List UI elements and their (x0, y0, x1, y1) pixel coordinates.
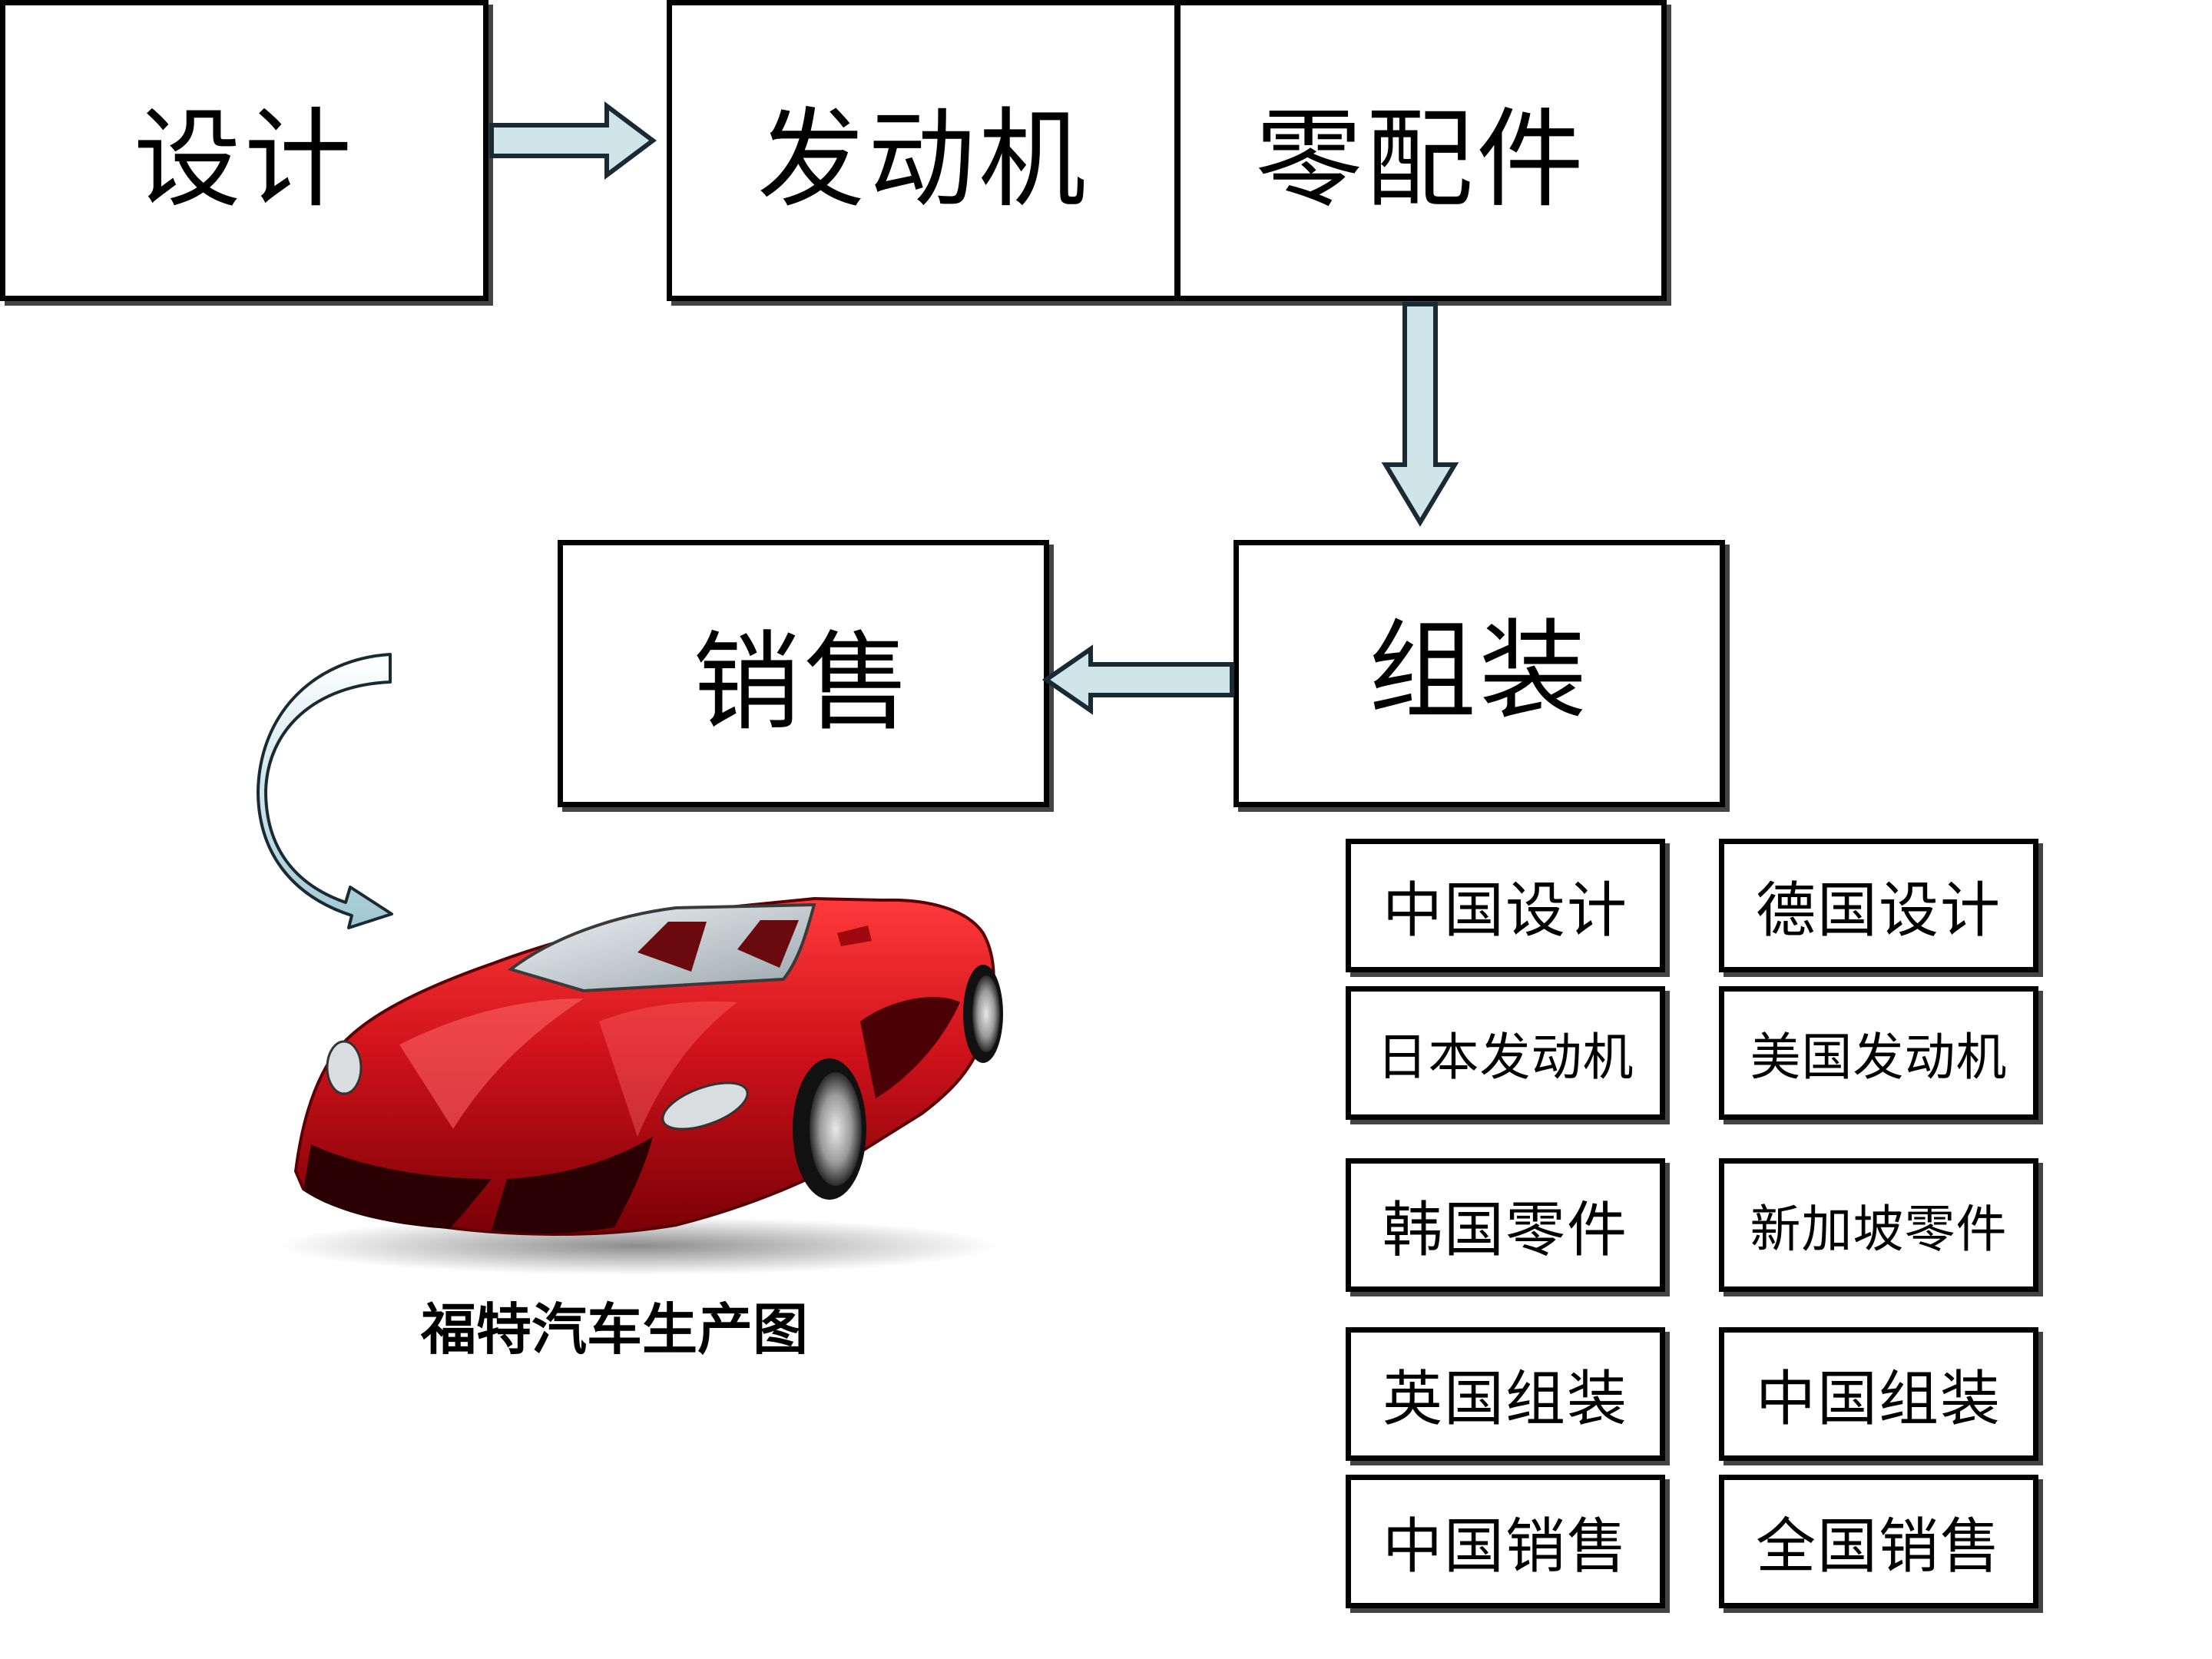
sales-box: 销售 (558, 540, 1049, 807)
grid-cell-2-0: 韩国零件 (1346, 1158, 1665, 1292)
grid-cell-4-0: 中国销售 (1346, 1475, 1665, 1608)
car-illustration-icon (276, 896, 1003, 1275)
parts-label: 零配件 (1254, 98, 1587, 223)
grid-cell-0-0: 中国设计 (1346, 839, 1665, 972)
grid-cell-1-1: 美国发动机 (1719, 986, 2038, 1120)
design-box: 设计 (0, 0, 488, 301)
design-label: 设计 (133, 98, 355, 223)
grid-cell-0-1: 德国设计 (1719, 839, 2038, 972)
grid-cell-3-0: 英国组装 (1346, 1327, 1665, 1461)
grid-cell-2-1: 新加坡零件 (1719, 1158, 2038, 1292)
grid-cell-4-1: 全国销售 (1719, 1475, 2038, 1608)
arrow-left-icon (1041, 644, 1234, 715)
assembly-box: 组装 (1233, 540, 1725, 807)
curved-arrow-icon (257, 653, 393, 929)
sales-label: 销售 (692, 621, 914, 746)
arrow-down-icon (1381, 302, 1459, 527)
caption: 福特汽车生产图 (420, 1297, 808, 1362)
grid-cell-3-1: 中国组装 (1719, 1327, 2038, 1461)
grid-cell-1-0: 日本发动机 (1346, 986, 1665, 1120)
engine-label: 发动机 (757, 98, 1089, 223)
engine-box: 发动机 (667, 0, 1180, 301)
arrow-right-icon (489, 101, 657, 180)
assembly-label: 组装 (1368, 609, 1590, 734)
parts-box: 零配件 (1175, 0, 1667, 301)
